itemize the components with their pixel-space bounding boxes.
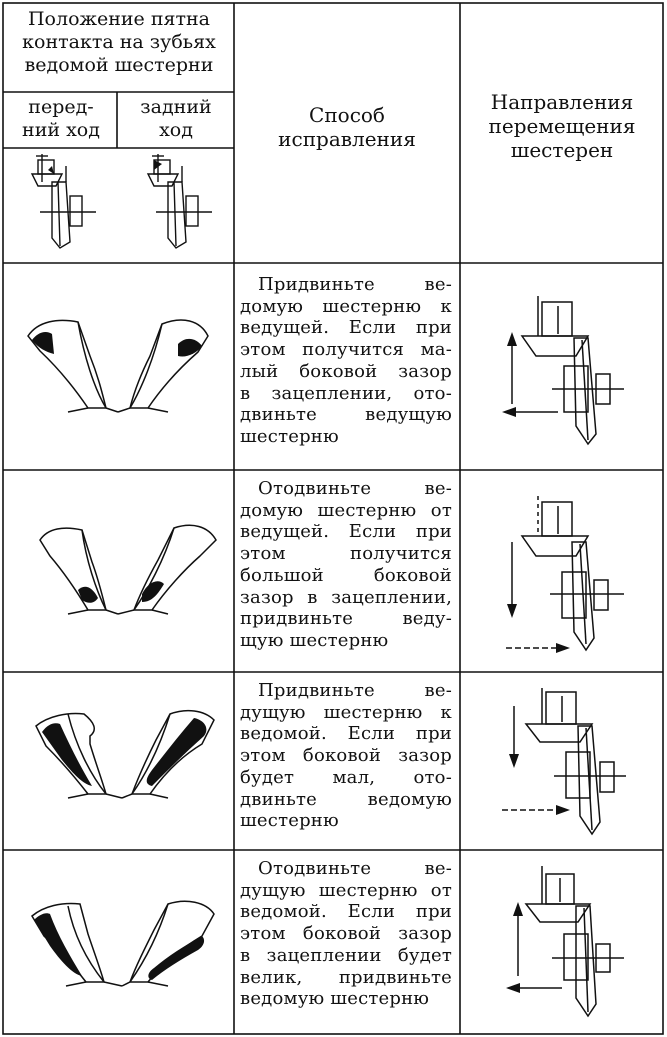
text-line: этом получится <box>240 543 452 565</box>
text-line: Придвиньте ве- <box>258 680 452 701</box>
text-line: домую шестерню от <box>240 499 452 521</box>
text-line: ведомой. Если при <box>240 723 452 745</box>
row4-direction-diagram <box>496 864 646 1024</box>
text-line: щую шестерню <box>240 629 389 651</box>
text-line: двиньте ведущую <box>240 404 452 426</box>
row4-teeth-drawing <box>18 890 218 1000</box>
header-line: перемещения <box>488 114 636 138</box>
text-line: Придвиньте ве- <box>258 274 452 295</box>
header-line: Положение пятна <box>27 8 210 30</box>
row2-method-text: Отодвиньте ве- домую шестерню от ведущей… <box>240 478 452 652</box>
header-directions: Направления перемещения шестерен <box>462 90 662 162</box>
text-line: зазор в зацеплении, <box>240 586 452 608</box>
text-line: велик, придвиньте <box>240 966 452 988</box>
text-line: шестерню <box>240 425 339 447</box>
text-line: Отодвиньте ве- <box>258 478 452 499</box>
header-line: ний ход <box>22 119 100 141</box>
text-line: ведущей. Если при <box>240 317 452 339</box>
header-line: контакта на зубьях <box>22 31 216 53</box>
row1-teeth-drawing <box>18 296 218 426</box>
text-line: ведомую шестерню <box>240 988 430 1010</box>
row1-method-text: Придвиньте ве- домую шестерню к ведущей.… <box>240 274 452 448</box>
row3-method-text: Придвиньте ве- дущую шестерню к ведомой.… <box>240 680 452 832</box>
row3-teeth-drawing <box>18 700 218 810</box>
header-line: шестерен <box>510 138 614 162</box>
text-line: домую шестерню к <box>240 295 452 317</box>
header-line: Направления <box>490 90 634 114</box>
text-line: большой боковой <box>240 564 452 586</box>
header-forward-gear-icon <box>26 152 102 256</box>
text-line: дущую шестерню к <box>240 701 452 723</box>
header-reverse-gear-icon <box>142 152 218 256</box>
text-line: Отодвиньте ве- <box>258 858 452 879</box>
text-line: двиньте ведомую <box>240 788 452 810</box>
text-line: в зацеплении, отo- <box>240 382 452 404</box>
text-line: дущую шестерню от <box>240 879 452 901</box>
row4-method-text: Отодвиньте ве- дущую шестерню от ведомой… <box>240 858 452 1010</box>
text-line: этом получится ма- <box>240 339 452 361</box>
text-line: лый боковой зазор <box>240 360 452 382</box>
header-line: исправления <box>278 127 416 151</box>
header-line: перед- <box>28 96 94 118</box>
text-line: в зацеплении будет <box>240 944 452 966</box>
row2-direction-diagram <box>492 494 642 658</box>
text-line: будет мал, ото- <box>240 766 452 788</box>
text-line: ведомой. Если при <box>240 901 452 923</box>
text-line: придвиньте веду- <box>240 608 452 630</box>
header-contact-position: Положение пятна контакта на зубьях ведом… <box>6 8 232 77</box>
row2-teeth-drawing <box>18 496 218 626</box>
header-line: задний <box>140 96 212 118</box>
header-line: Способ <box>309 103 385 127</box>
row1-direction-diagram <box>492 294 642 454</box>
header-line: ход <box>159 119 193 141</box>
header-forward: перед- ний ход <box>6 96 116 142</box>
text-line: этом боковой зазор <box>240 745 452 767</box>
text-line: ведущей. Если при <box>240 521 452 543</box>
header-reverse: задний ход <box>119 96 233 142</box>
row3-direction-diagram <box>492 686 642 842</box>
header-method: Способ исправления <box>236 103 458 151</box>
text-line: шестерню <box>240 810 339 832</box>
text-line: этом боковой зазор <box>240 923 452 945</box>
header-line: ведомой шестерни <box>24 54 214 76</box>
